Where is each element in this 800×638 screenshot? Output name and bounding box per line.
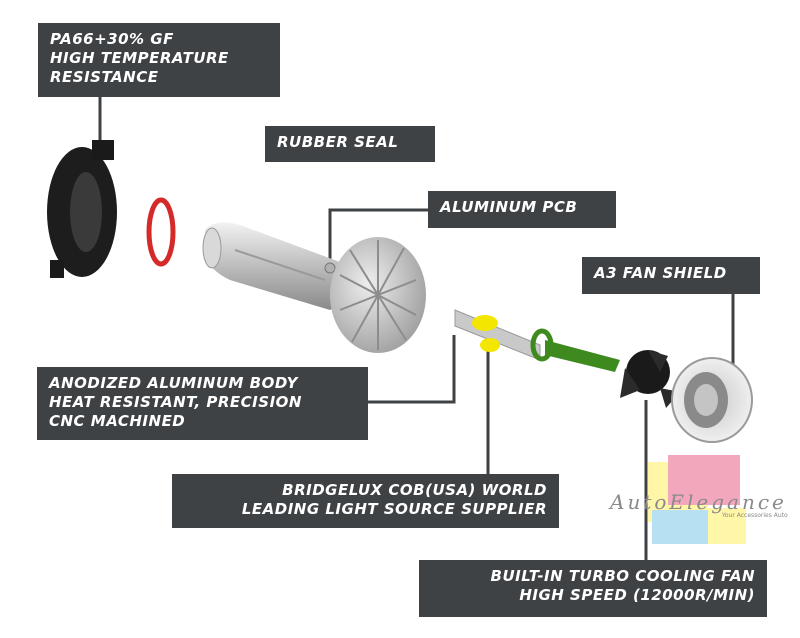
watermark-tagline: Your Accessories Auto — [722, 512, 788, 519]
callout-shield-line-1: A3 FAN SHIELD — [594, 264, 727, 282]
callout-turbo-fan: BUILT-IN TURBO COOLING FAN HIGH SPEED (1… — [419, 560, 767, 617]
leader-lines — [98, 96, 735, 560]
watermark-logo-squares — [648, 455, 746, 544]
callout-cob-line-1: BRIDGELUX COB(USA) WORLD — [282, 481, 547, 499]
callout-aluminum-body: ANODIZED ALUMINUM BODY HEAT RESISTANT, P… — [37, 367, 368, 440]
rubber-seal-ring — [146, 197, 176, 267]
bulb-housing-retainer — [47, 140, 117, 278]
callout-pcb-line-1: ALUMINUM PCB — [440, 198, 578, 216]
callout-seal-line-1: RUBBER SEAL — [277, 133, 399, 151]
callout-aluminum-pcb: ALUMINUM PCB — [428, 191, 616, 228]
callout-body-line-1: ANODIZED ALUMINUM BODY — [49, 374, 298, 392]
fan-shield — [671, 357, 753, 443]
callout-cob-line-2: LEADING LIGHT SOURCE SUPPLIER — [241, 500, 547, 518]
callout-fan-line-1: BUILT-IN TURBO COOLING FAN — [490, 567, 755, 585]
callout-body-line-2: HEAT RESISTANT, PRECISION — [49, 393, 302, 411]
pcb-with-cob-chip — [454, 309, 620, 372]
callout-fan-shield: A3 FAN SHIELD — [582, 257, 760, 294]
callout-cob: BRIDGELUX COB(USA) WORLD LEADING LIGHT S… — [172, 474, 559, 528]
turbo-cooling-fan — [620, 350, 680, 408]
callout-rubber-seal: RUBBER SEAL — [265, 126, 435, 162]
callout-housing: PA66+30% GF HIGH TEMPERATURE RESISTANCE — [38, 23, 280, 97]
callout-fan-line-2: HIGH SPEED (12000R/MIN) — [519, 586, 755, 604]
aluminum-bulb-body — [202, 222, 360, 310]
callout-body-line-3: CNC MACHINED — [49, 412, 186, 430]
watermark-brand: AutoElegance — [610, 490, 787, 514]
callout-housing-line-3: RESISTANCE — [50, 68, 159, 86]
heatsink-fins — [330, 237, 426, 353]
callout-housing-line-2: HIGH TEMPERATURE — [50, 49, 229, 67]
callout-housing-line-1: PA66+30% GF — [50, 30, 174, 48]
